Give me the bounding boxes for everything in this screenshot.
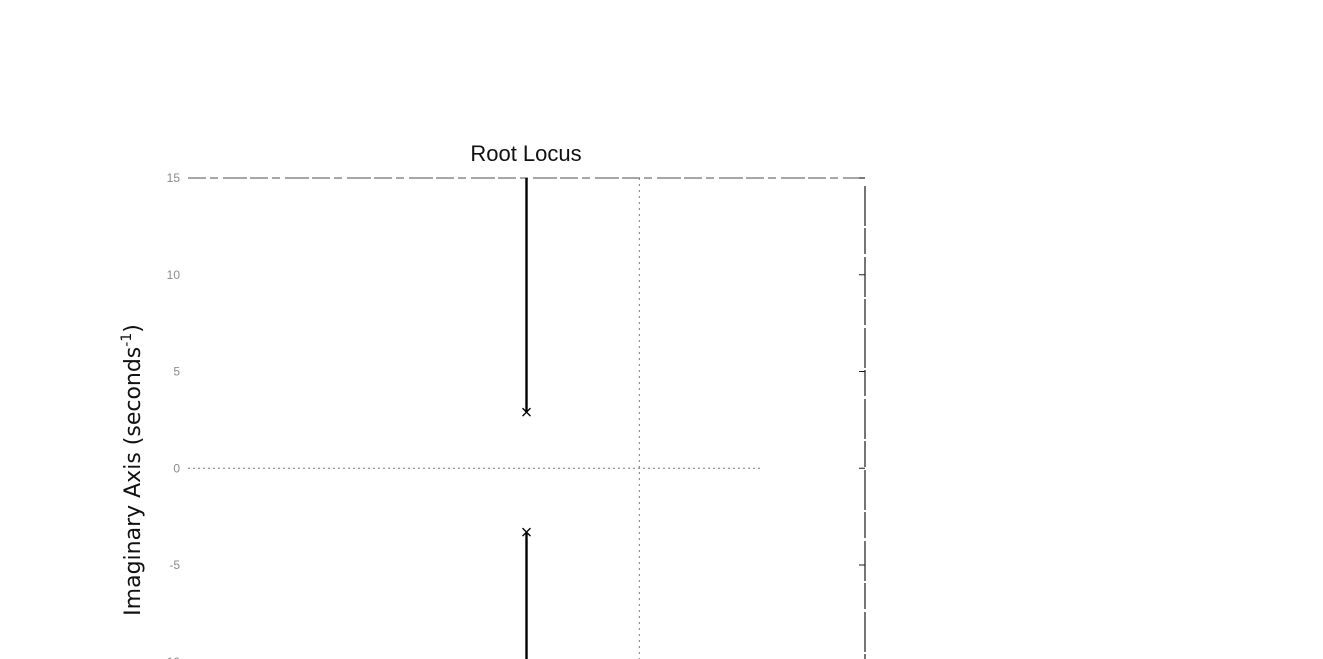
y-tick-label: 15 xyxy=(167,171,181,185)
y-axis-label-superscript: -1 xyxy=(119,333,135,347)
y-axis-label-suffix: ) xyxy=(121,324,146,333)
y-axis-label-main: Imaginary Axis (seconds xyxy=(121,347,146,616)
y-axis-label: Imaginary Axis (seconds-1) xyxy=(119,324,146,616)
y-tick-label: 10 xyxy=(167,268,181,282)
y-ticks: 15 10 5 0 -5 -10 xyxy=(163,171,865,659)
grid-lines xyxy=(188,178,760,659)
pole-markers xyxy=(522,407,531,537)
pole-marker xyxy=(522,407,531,417)
y-tick-label: -5 xyxy=(169,558,180,572)
y-tick-label: 0 xyxy=(173,461,180,475)
pole-marker xyxy=(522,527,531,537)
chart-title: Root Locus xyxy=(470,141,581,166)
y-tick-label: 5 xyxy=(173,365,180,379)
y-tick-label: -10 xyxy=(163,655,181,659)
